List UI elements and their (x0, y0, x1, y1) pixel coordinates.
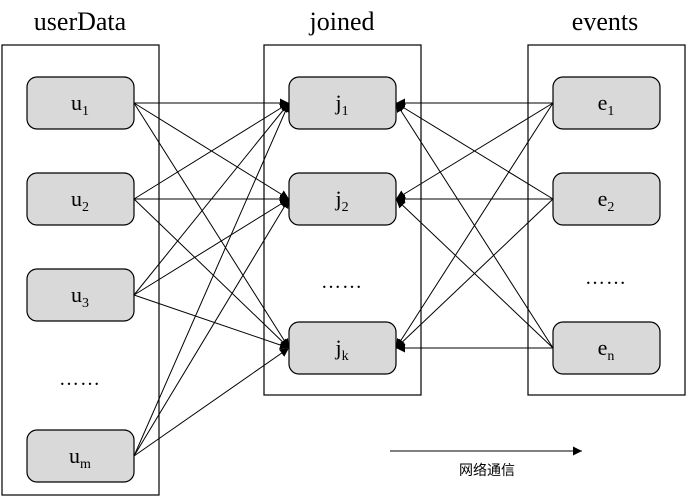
user-node: u2 (26, 172, 135, 226)
event-node: en (552, 321, 661, 375)
event-to-joined-edge (395, 198, 554, 349)
node-subscript: 3 (82, 296, 89, 311)
node-base: e (598, 90, 608, 115)
user-node: um (26, 429, 135, 483)
joined-ellipsis: …… (321, 271, 363, 293)
user-to-joined-edge (133, 347, 290, 457)
svg-text:en: en (598, 335, 615, 364)
event-node: e2 (552, 172, 661, 226)
node-subscript: 2 (607, 200, 614, 215)
svg-text:e1: e1 (598, 90, 615, 119)
svg-text:u2: u2 (71, 186, 89, 215)
svg-text:u1: u1 (71, 90, 89, 119)
user-to-joined-edge (133, 102, 290, 457)
joined-node: j1 (288, 76, 397, 130)
node-base: u (69, 443, 80, 468)
svg-text:j2: j2 (334, 186, 348, 215)
node-base: j (334, 90, 341, 115)
node-subscript: 1 (342, 104, 349, 119)
user-to-joined-edge (133, 198, 290, 349)
event-node: e1 (552, 76, 661, 130)
node-base: e (598, 335, 608, 360)
joined-node: j2 (288, 172, 397, 226)
user-to-joined-edge (133, 102, 290, 200)
user-to-joined-edge (133, 198, 290, 296)
node-subscript: n (607, 349, 614, 364)
user-to-joined-edge (133, 102, 290, 349)
events-title: events (572, 7, 638, 36)
events-ellipsis: …… (585, 267, 627, 289)
svg-text:j1: j1 (334, 90, 348, 119)
svg-text:jk: jk (334, 335, 348, 364)
user-node: u3 (26, 268, 135, 322)
node-subscript: 1 (607, 104, 614, 119)
node-base: u (71, 90, 82, 115)
node-subscript: 2 (342, 200, 349, 215)
event-to-joined-edge (395, 102, 554, 349)
node-base: u (71, 282, 82, 307)
user-to-joined-edge (133, 198, 290, 457)
userdata-ellipsis: …… (59, 368, 101, 390)
svg-text:e2: e2 (598, 186, 615, 215)
node-subscript: 2 (82, 200, 89, 215)
legend-label: 网络通信 (459, 463, 515, 479)
joined-node: jk (288, 321, 397, 375)
node-base: j (334, 186, 341, 211)
userdata-title: userData (34, 7, 127, 36)
user-to-joined-edge (133, 294, 290, 350)
event-to-joined-edge (395, 102, 554, 200)
joined-title: joined (309, 7, 375, 36)
user-node: u1 (26, 76, 135, 130)
node-base: j (334, 335, 341, 360)
svg-text:um: um (69, 443, 91, 472)
node-base: e (598, 186, 608, 211)
node-subscript: 1 (82, 104, 89, 119)
svg-text:u3: u3 (71, 282, 89, 311)
node-subscript: k (342, 349, 349, 364)
user-to-joined-edge (133, 102, 290, 296)
edges (133, 98, 554, 457)
node-subscript: m (80, 457, 91, 472)
node-base: u (71, 186, 82, 211)
